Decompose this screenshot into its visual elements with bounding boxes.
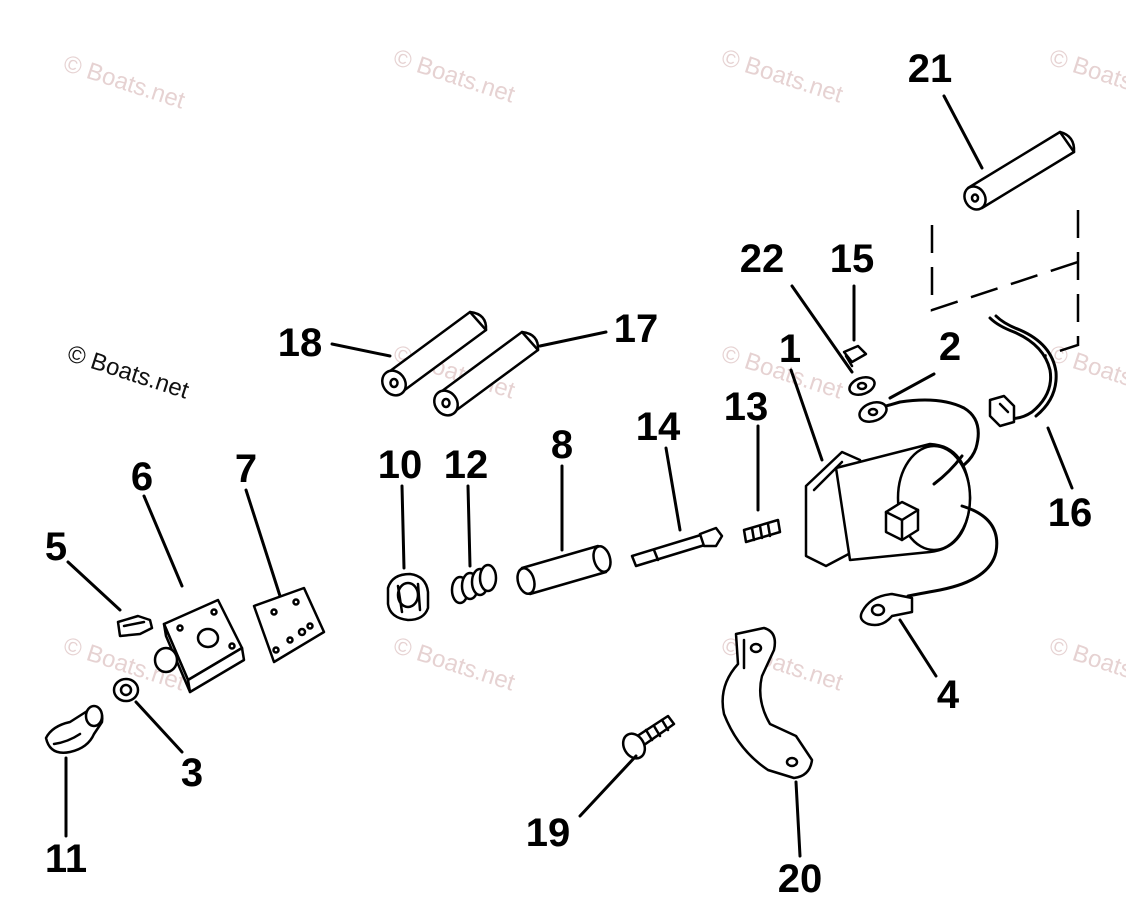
- watermark: © Boats.net: [1046, 340, 1126, 405]
- watermark: © Boats.net: [390, 632, 518, 697]
- callout-12: 12: [444, 443, 489, 487]
- part-19-bolt: [621, 714, 676, 760]
- callout-14: 14: [636, 405, 681, 449]
- callout-2: 2: [939, 325, 961, 369]
- watermarks: © Boats.net © Boats.net © Boats.net © Bo…: [60, 44, 1126, 697]
- part-18-tube: [381, 310, 488, 397]
- part-16-clip: [988, 314, 1058, 428]
- watermark: © Boats.net: [1046, 44, 1126, 109]
- part-1-solenoid: [804, 442, 972, 568]
- watermark: © Boats.net: [60, 50, 188, 115]
- callout-4: 4: [937, 673, 960, 717]
- callout-3: 3: [181, 751, 203, 795]
- callout-10: 10: [378, 443, 423, 487]
- callout-numbers: 21 22 15 1 2 16 18 17 13 14 8 12 10 7 6 …: [45, 47, 1092, 901]
- callout-11: 11: [45, 837, 87, 881]
- part-3-oring: [112, 677, 140, 703]
- callout-16: 16: [1048, 491, 1093, 535]
- part-21-tube: [963, 130, 1076, 211]
- part-4-terminal: [859, 504, 999, 627]
- callout-7: 7: [235, 447, 257, 491]
- callout-20: 20: [778, 857, 823, 901]
- part-15-screw: [842, 344, 868, 368]
- part-8-sleeve: [516, 544, 612, 596]
- part-22-washer: [848, 376, 876, 396]
- part-2-terminal: [858, 398, 980, 478]
- part-14-pin: [630, 526, 724, 568]
- watermark: © Boats.net: [1046, 632, 1126, 697]
- callout-13: 13: [724, 385, 769, 429]
- callout-19: 19: [526, 811, 571, 855]
- part-20-clamp: [721, 626, 814, 780]
- callout-17: 17: [614, 307, 659, 351]
- part-5-screw: [116, 614, 154, 638]
- callout-8: 8: [551, 423, 573, 467]
- part-12-spring: [450, 563, 498, 605]
- callout-18: 18: [278, 321, 323, 365]
- part-13-spring: [742, 518, 782, 544]
- callout-21: 21: [908, 47, 953, 91]
- callout-15: 15: [830, 237, 875, 281]
- part-7-gasket: [252, 586, 326, 664]
- leader-lines: [64, 94, 1074, 858]
- part-10-bushing: [386, 572, 430, 622]
- callout-5: 5: [45, 525, 67, 569]
- watermark-dark: © Boats.net: [64, 340, 192, 405]
- watermark: © Boats.net: [390, 44, 518, 109]
- part-6-cover: [153, 598, 246, 694]
- watermark: © Boats.net: [718, 44, 846, 109]
- dashed-bracket: [930, 210, 1080, 358]
- callout-1: 1: [779, 327, 801, 371]
- callout-6: 6: [131, 455, 153, 499]
- part-11-fitting: [44, 704, 104, 754]
- callout-22: 22: [740, 237, 785, 281]
- part-17-tube: [433, 330, 540, 417]
